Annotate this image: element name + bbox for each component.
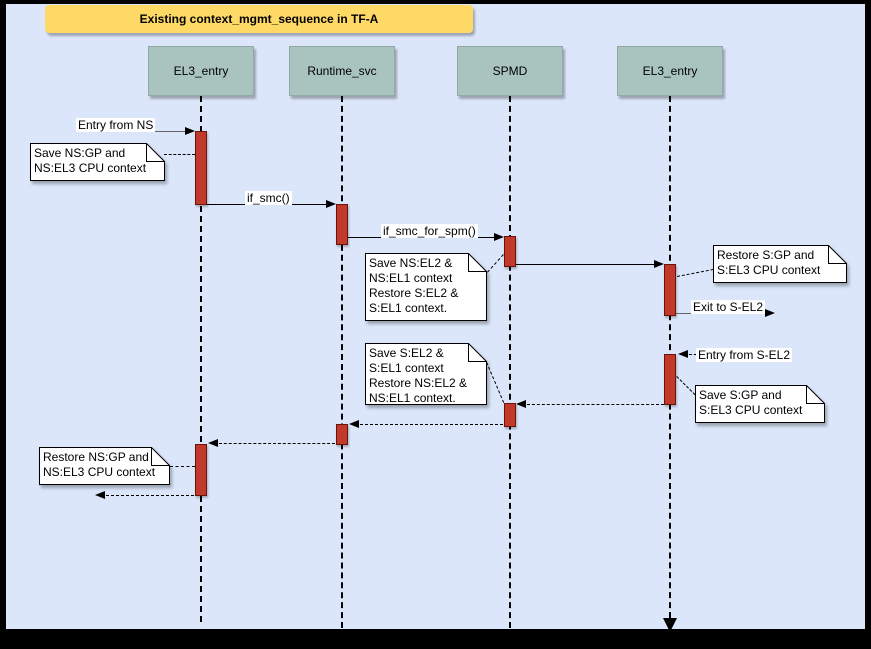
- lifeline-end-arrow-icon: [663, 618, 677, 632]
- note-restore-ns-context: Restore NS:GP and NS:EL3 CPU context: [39, 447, 170, 485]
- message-line: [101, 495, 194, 496]
- message-label-exit-to-s-el2: Exit to S-EL2: [691, 300, 766, 314]
- message-spmd-to-el3: [516, 260, 664, 270]
- message-line: [516, 264, 658, 265]
- arrowhead-right-icon: [765, 309, 775, 317]
- note-text: Restore S:GP and S:EL3 CPU context: [717, 248, 821, 277]
- activation-el3-entry-secure-2: [664, 354, 676, 405]
- lifeline-header-el3-entry-secure: EL3_entry: [617, 46, 723, 96]
- arrowhead-left-icon: [678, 350, 688, 358]
- arrowhead-left-icon: [95, 491, 105, 499]
- lifeline-el3-entry-ns: [200, 96, 202, 622]
- activation-el3-entry-2: [195, 444, 207, 496]
- message-label-entry-from-ns: Entry from NS: [76, 118, 156, 132]
- arrowhead-left-icon: [349, 420, 359, 428]
- note-text: Restore NS:GP and NS:EL3 CPU context: [43, 450, 156, 479]
- note-text: Save S:EL2 & S:EL1 context Restore NS:EL…: [369, 346, 468, 405]
- lifeline-spmd: [509, 96, 511, 628]
- note-spmd-save-restore-secure: Save NS:EL2 & NS:EL1 context Restore S:E…: [365, 253, 487, 321]
- note-shape: [365, 253, 487, 321]
- arrowhead-right-icon: [185, 127, 195, 135]
- note-text: Save S:GP and S:EL3 CPU context: [699, 388, 803, 417]
- lifeline-header-el3-entry-ns: EL3_entry: [148, 46, 254, 96]
- note-spmd-save-restore-ns: Save S:EL2 & S:EL1 context Restore NS:EL…: [365, 343, 487, 405]
- lifeline-header-runtime-svc: Runtime_svc: [289, 46, 395, 96]
- message-line: [522, 404, 664, 405]
- message-return-to-runtime-svc: [349, 420, 503, 430]
- activation-runtime-svc-1: [336, 204, 348, 245]
- note-shape: [713, 245, 847, 283]
- message-label-entry-from-s-el2: Entry from S-EL2: [696, 348, 793, 362]
- note-restore-s-context: Restore S:GP and S:EL3 CPU context: [713, 245, 847, 283]
- message-label-if-smc: if_smc(): [245, 191, 292, 205]
- message-return-to-spmd: [516, 400, 664, 410]
- note-save-s-context: Save S:GP and S:EL3 CPU context: [695, 385, 825, 423]
- lifeline-header-spmd: SPMD: [457, 46, 563, 96]
- message-return-to-el3-entry: [208, 439, 335, 449]
- message-label-if-smc-for-spm: if_smc_for_spm(): [381, 224, 478, 238]
- message-line: [214, 443, 335, 444]
- activation-el3-entry-secure-1: [664, 264, 676, 316]
- arrowhead-left-icon: [208, 439, 218, 447]
- arrowhead-right-icon: [494, 233, 504, 241]
- arrowhead-left-icon: [516, 400, 526, 408]
- diagram-title: Existing context_mgmt_sequence in TF-A: [45, 5, 473, 33]
- note-shape: [30, 143, 165, 181]
- activation-spmd-1: [504, 236, 516, 267]
- note-text: Save NS:EL2 & NS:EL1 context Restore S:E…: [369, 256, 459, 315]
- activation-runtime-svc-2: [336, 424, 348, 445]
- note-shape: [39, 447, 170, 485]
- note-connector-6: [170, 466, 195, 467]
- note-text: Save NS:GP and NS:EL3 CPU context: [34, 146, 147, 175]
- message-line: [355, 424, 503, 425]
- lifeline-runtime-svc: [341, 96, 343, 628]
- arrowhead-right-icon: [326, 200, 336, 208]
- message-return-to-ns: [95, 491, 194, 501]
- note-shape: [365, 343, 487, 405]
- activation-spmd-2: [504, 403, 516, 427]
- note-save-ns-context: Save NS:GP and NS:EL3 CPU context: [30, 143, 165, 181]
- note-connector-1: [164, 154, 195, 155]
- arrowhead-right-icon: [654, 260, 664, 268]
- activation-el3-entry-1: [195, 131, 207, 205]
- note-shape: [695, 385, 825, 423]
